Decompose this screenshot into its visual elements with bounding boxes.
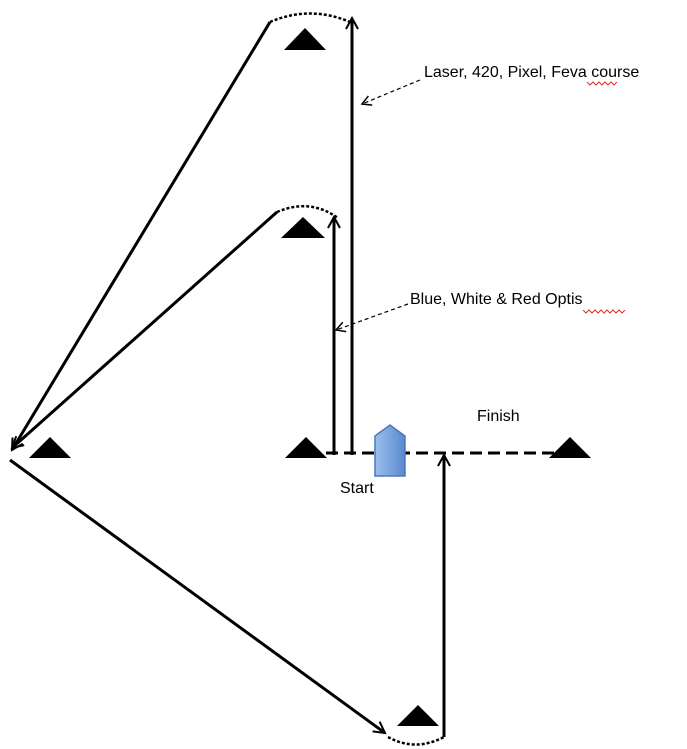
windward-outer-rounding-arc xyxy=(269,12,351,24)
optis-course-callout-line xyxy=(334,303,409,333)
laser-course-callout-line xyxy=(360,79,421,106)
optis-course-label: Blue, White & Red Optis xyxy=(410,291,583,308)
leeward-rounding-arc xyxy=(387,735,445,746)
finish-pin-mark xyxy=(549,437,591,458)
wing-mark xyxy=(29,437,71,458)
optis-reach-leg xyxy=(12,210,278,448)
windward-inner-rounding-arc xyxy=(276,205,339,220)
start-pin-mark xyxy=(285,437,327,458)
windward-inner-mark xyxy=(281,217,325,238)
laser-reach-leg xyxy=(10,21,272,450)
windward-outer-mark xyxy=(284,28,326,50)
run-leg xyxy=(9,458,385,733)
start-label: Start xyxy=(340,480,374,497)
leeward-mark xyxy=(397,705,439,726)
spellcheck-underline-feva xyxy=(586,81,618,86)
finish-label: Finish xyxy=(477,408,520,425)
spellcheck-underline-optis xyxy=(582,309,626,314)
laser-course-label: Laser, 420, Pixel, Feva course xyxy=(424,64,639,81)
committee-boat-icon xyxy=(374,424,406,477)
